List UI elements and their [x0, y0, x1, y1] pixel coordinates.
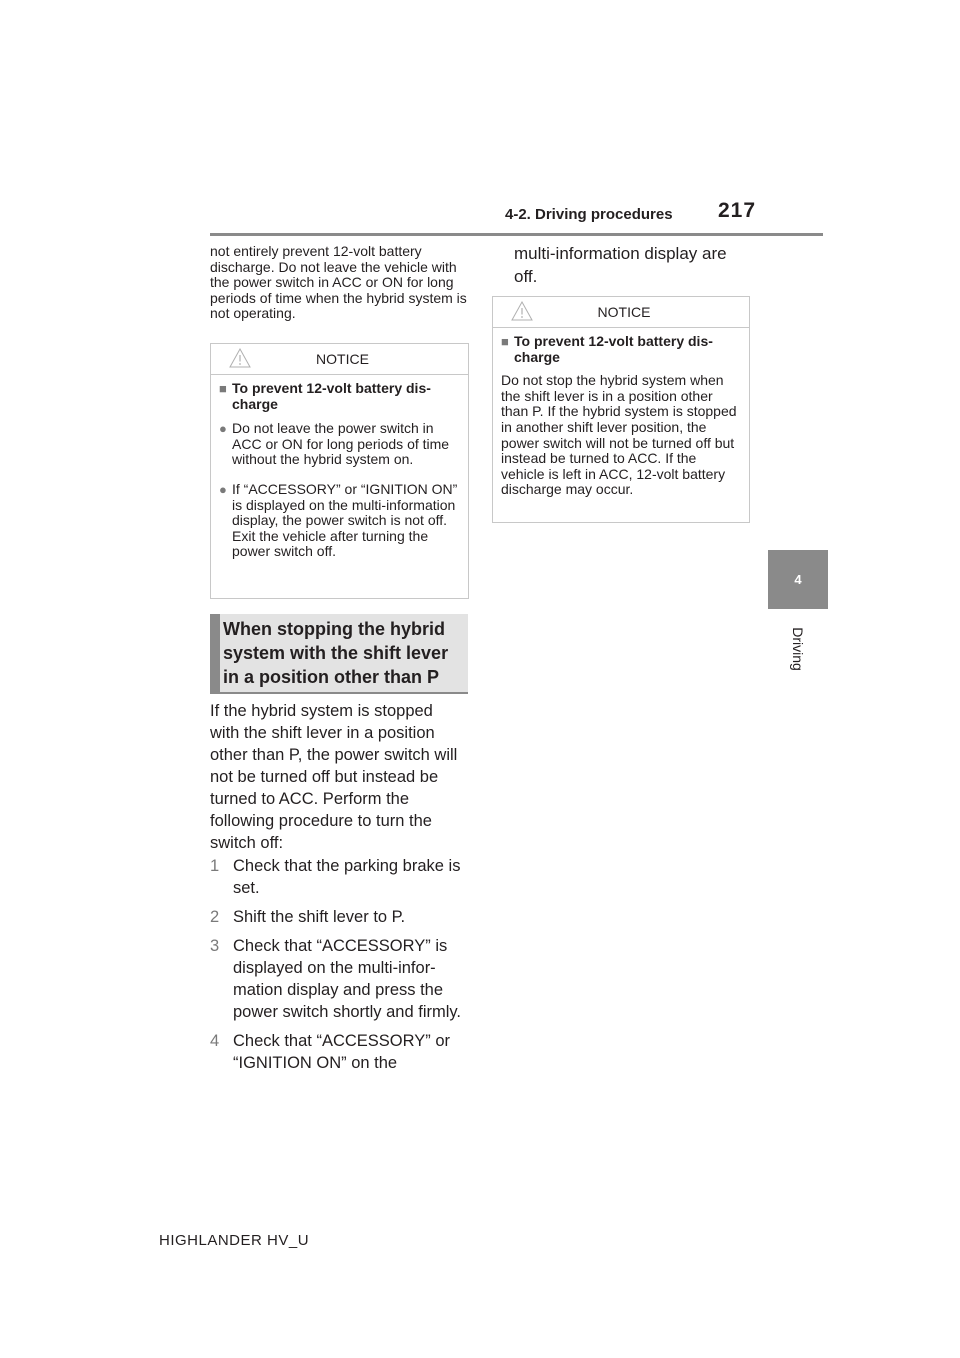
notice-list-item: ● If “ACCESSORY” or “IGNITION ON” is dis…: [219, 480, 460, 560]
step-text: Check that the parking brake is set.: [233, 857, 461, 897]
step-number: 3: [210, 937, 220, 955]
notice-title: ■ To prevent 12-volt battery dis-charge: [219, 380, 460, 412]
section-heading-text: When stopping the hybrid system with the…: [223, 619, 449, 687]
square-bullet-icon: ■: [501, 334, 509, 349]
step-number: 4: [210, 1032, 220, 1050]
step-number: 1: [210, 857, 220, 875]
heading-accent-bar: [210, 614, 220, 692]
procedure-steps: 1 Check that the parking brake is set. 2…: [210, 855, 468, 1081]
chapter-label-text: Driving: [789, 627, 806, 671]
circle-bullet-icon: ●: [219, 481, 227, 497]
header-divider: [210, 233, 823, 236]
step-item: 3 Check that “ACCESSORY” is displayed on…: [210, 935, 468, 1023]
notice-item-text: If “ACCESSORY” or “IGNITION ON” is displ…: [232, 480, 458, 560]
notice-body: ■ To prevent 12-volt battery dis-charge …: [211, 374, 468, 570]
chapter-label: Driving: [768, 614, 828, 684]
step-text: Check that “ACCESSORY” or “IGNITION ON” …: [233, 1032, 451, 1072]
page-number: 217: [718, 199, 757, 222]
notice-paragraph: Do not stop the hybrid system when the s…: [501, 372, 737, 498]
footer-model: HIGHLANDER HV_U: [159, 1232, 310, 1249]
notice-title-text: To prevent 12-volt battery dis-charge: [232, 380, 431, 412]
body-paragraph: If the hybrid system is stopped with the…: [210, 702, 458, 852]
notice-header: NOTICE: [493, 297, 749, 327]
step-text: Check that “ACCESSORY” is displayed on t…: [233, 937, 462, 1021]
chapter-number: 4: [794, 572, 802, 587]
step-item: 4 Check that “ACCESSORY” or “IGNITION ON…: [210, 1030, 468, 1074]
warning-icon: [511, 301, 533, 321]
intro-paragraph: not entirely prevent 12-volt battery dis…: [210, 243, 467, 322]
chapter-tab: 4: [768, 550, 828, 609]
circle-bullet-icon: ●: [219, 421, 227, 437]
step-item: 1 Check that the parking brake is set.: [210, 855, 468, 899]
notice-body: ■ To prevent 12-volt battery dis-charge …: [493, 327, 749, 508]
notice-box: NOTICE ■ To prevent 12-volt battery dis-…: [492, 296, 750, 523]
section-heading: When stopping the hybrid system with the…: [210, 614, 468, 694]
notice-label: NOTICE: [597, 304, 651, 320]
notice-item-text: Do not leave the power switch in ACC or …: [232, 420, 450, 468]
notice-box: NOTICE ■ To prevent 12-volt battery dis-…: [210, 343, 469, 599]
warning-icon: [229, 348, 251, 368]
step-number: 2: [210, 908, 220, 926]
notice-title-text: To prevent 12-volt battery dis-charge: [514, 333, 713, 365]
notice-title: ■ To prevent 12-volt battery dis-charge: [501, 333, 741, 365]
notice-header: NOTICE: [211, 344, 468, 374]
notice-list-item: ● Do not leave the power switch in ACC o…: [219, 420, 460, 468]
square-bullet-icon: ■: [219, 381, 227, 396]
step-item: 2 Shift the shift lever to P.: [210, 906, 468, 928]
continuation-text: multi-information display are off.: [514, 244, 727, 286]
step-text: Shift the shift lever to P.: [233, 908, 406, 926]
section-title: 4-2. Driving procedures: [505, 206, 673, 223]
notice-label: NOTICE: [316, 351, 369, 367]
